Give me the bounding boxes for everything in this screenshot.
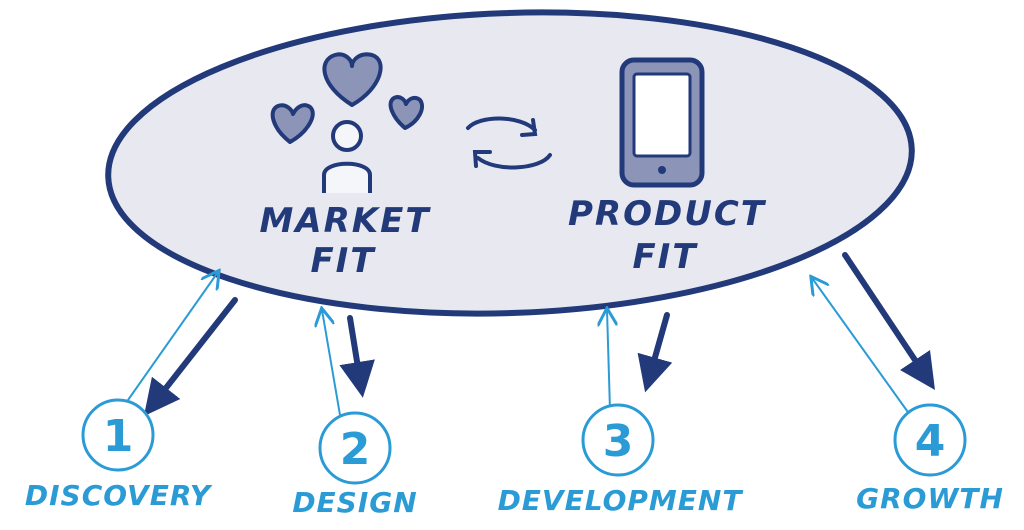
stage-label: DEVELOPMENT (498, 484, 744, 517)
stage-1: 1 DISCOVERY (25, 398, 213, 512)
market-fit-label-line1: MARKET (259, 201, 431, 241)
cycle-arrows-icon (466, 116, 552, 170)
arrow-from-discovery (127, 272, 218, 401)
arrow-to-development (637, 312, 673, 393)
arrow-to-discovery (143, 297, 238, 417)
phone-icon (619, 57, 705, 188)
arrow-from-design (322, 310, 341, 416)
arrow-to-design (339, 315, 375, 398)
stage-4: 4 GROWTH (856, 403, 1004, 515)
stage-number: 3 (603, 416, 634, 467)
arrow-from-development (607, 310, 610, 411)
product-fit-label-line2: FIT (632, 237, 698, 277)
feedback-arrows (127, 272, 911, 416)
product-fit-label-line1: PRODUCT (568, 194, 767, 234)
stage-number: 2 (340, 424, 371, 475)
market-fit-label-line2: FIT (310, 241, 376, 281)
arrow-from-growth (812, 278, 911, 416)
stage-2: 2 DESIGN (292, 411, 417, 519)
stage-3: 3 DEVELOPMENT (498, 403, 744, 517)
output-arrows (143, 252, 935, 417)
stage-label: GROWTH (856, 482, 1004, 515)
heart-icon (270, 52, 425, 144)
stage-label: DESIGN (292, 486, 417, 519)
stage-number: 4 (915, 416, 946, 467)
stage-number: 1 (103, 411, 134, 462)
person-icon (322, 120, 372, 193)
stage-label: DISCOVERY (25, 479, 213, 512)
fit-ellipse (105, 9, 915, 317)
arrow-to-growth (842, 252, 935, 390)
